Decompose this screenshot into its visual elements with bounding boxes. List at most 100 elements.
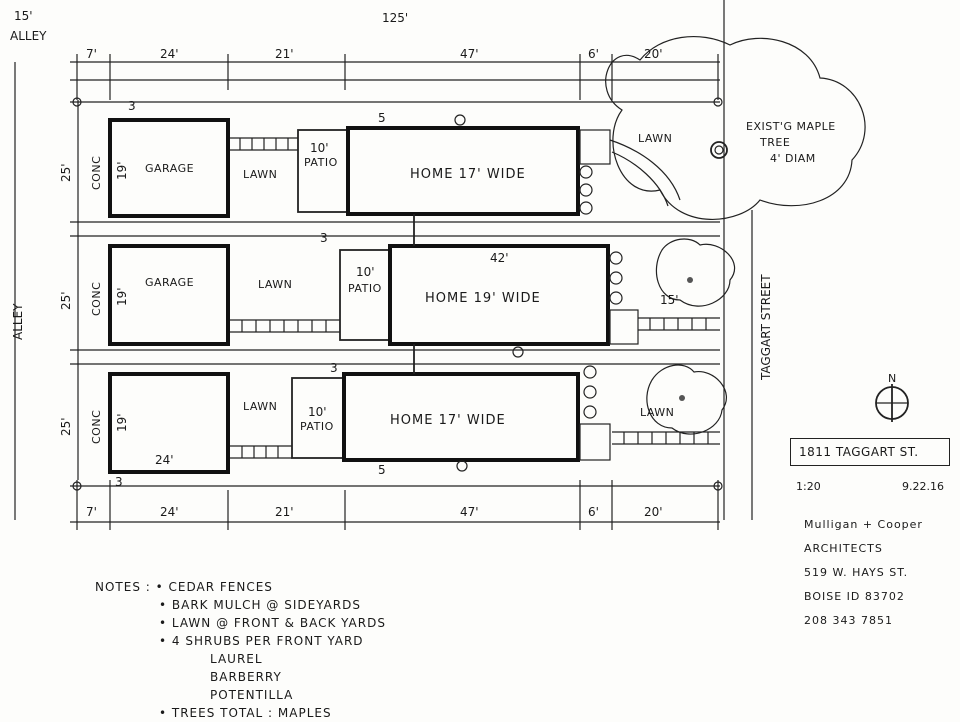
- top-right-corner-pin: [713, 97, 723, 107]
- bottom-left-corner-pin: [72, 481, 82, 491]
- tree-note-3: 4' DIAM: [770, 152, 816, 165]
- bottom-dimension-ticks: [76, 480, 719, 530]
- side-yard-bottom: 5: [378, 463, 386, 477]
- home-2: [388, 244, 610, 346]
- bottom-dim-4: 6': [588, 505, 599, 519]
- firm-name: Mulligan + Cooper ARCHITECTS: [804, 518, 923, 555]
- lawn-back-3: LAWN: [243, 400, 277, 413]
- lot-depth-1: 25': [59, 163, 73, 182]
- shrub-potentilla: POTENTILLA: [210, 688, 294, 702]
- porch-3: [579, 423, 611, 461]
- home-label-3: HOME 17' WIDE: [390, 413, 506, 428]
- front-walk-2: [638, 317, 720, 331]
- patio-label-2: PATIO: [348, 282, 382, 295]
- lawn-back-1: LAWN: [243, 168, 277, 181]
- walkway-3: [230, 445, 292, 459]
- bottom-dim-2: 21': [275, 505, 294, 519]
- new-tree-3: [646, 364, 728, 435]
- date-label: 9.22.16: [902, 480, 944, 493]
- walkway-2: [230, 319, 340, 333]
- top-left-corner-pin: [72, 97, 82, 107]
- home-1: [346, 126, 580, 216]
- top-dim-2: 21': [275, 47, 294, 61]
- alley-top-label: ALLEY: [10, 29, 47, 43]
- walkway-1: [230, 137, 298, 151]
- note-item-4: • 4 SHRUBS PER FRONT YARD: [159, 634, 364, 648]
- home-label-1: HOME 17' WIDE: [410, 167, 526, 182]
- bottom-dimensions: 7' 24' 21' 47' 6' 20': [86, 505, 663, 519]
- new-tree-3-trunk: [679, 395, 685, 401]
- maple-trunk-inner: [714, 145, 724, 155]
- total-width-label: 125': [382, 11, 408, 25]
- note-item-3: • LAWN @ FRONT & BACK YARDS: [159, 616, 386, 630]
- shrubs-front-yard: [454, 114, 623, 472]
- lawn-front-1: LAWN: [638, 132, 672, 145]
- top-dim-3: 47': [460, 47, 479, 61]
- conc-label-2: CONC: [90, 282, 103, 316]
- setback-3: 3: [330, 361, 338, 375]
- setback-4: 3: [115, 475, 123, 489]
- side-alley-label: ALLEY: [11, 303, 25, 340]
- bottom-dim-5: 20': [644, 505, 663, 519]
- home-label-2: HOME 19' WIDE: [425, 291, 541, 306]
- note-item-2: • BARK MULCH @ SIDEYARDS: [159, 598, 361, 612]
- alley-width-label: 15': [14, 9, 33, 23]
- notes-heading-row: NOTES : • CEDAR FENCES: [95, 578, 535, 596]
- bottom-dim-3: 47': [460, 505, 479, 519]
- notes-block: NOTES : • CEDAR FENCES • BARK MULCH @ SI…: [95, 578, 535, 722]
- top-dim-0: 7': [86, 47, 97, 61]
- bottom-right-corner-pin: [713, 481, 723, 491]
- note-item-1: • CEDAR FENCES: [155, 580, 273, 594]
- top-dim-4: 6': [588, 47, 599, 61]
- home-length-label: 42': [490, 251, 509, 265]
- notes-heading: NOTES :: [95, 580, 151, 594]
- top-dim-1: 24': [160, 47, 179, 61]
- tree-note-2: TREE: [759, 136, 790, 149]
- street-label: TAGGART STREET: [759, 274, 773, 381]
- conc-label-1: CONC: [90, 156, 103, 190]
- setback-2: 3: [320, 231, 328, 245]
- note-trees: • TREES TOTAL : MAPLES: [159, 706, 332, 720]
- patio-2: [339, 249, 391, 341]
- porch-2: [609, 309, 639, 345]
- garage-depth-1: 19': [115, 161, 129, 180]
- top-dimension-ticks: [76, 54, 719, 100]
- top-dimensions: 7' 24' 21' 47' 6' 20': [86, 47, 663, 61]
- north-label: N: [888, 372, 897, 385]
- bottom-dim-0: 7': [86, 505, 97, 519]
- lawn-back-2: LAWN: [258, 278, 292, 291]
- front-yard-depth: 15': [660, 293, 679, 307]
- curved-front-walk-1: [609, 139, 681, 207]
- scale-date-row: 1:20 9.22.16: [790, 480, 950, 493]
- top-dim-5: 20': [644, 47, 663, 61]
- garage-width-3: 24': [155, 453, 174, 467]
- bottom-dim-1: 24': [160, 505, 179, 519]
- lot-depth-2: 25': [59, 291, 73, 310]
- front-walk-3: [612, 431, 720, 445]
- firm-phone: 208 343 7851: [804, 614, 893, 627]
- side-yard-top: 5: [378, 111, 386, 125]
- porch-1: [579, 129, 611, 165]
- firm-info: Mulligan + Cooper ARCHITECTS 519 W. HAYS…: [790, 513, 950, 633]
- garage-1: [108, 118, 230, 218]
- address-box: 1811 TAGGART ST.: [790, 438, 950, 466]
- patio-depth-3: 10': [308, 405, 327, 419]
- patio-depth-2: 10': [356, 265, 375, 279]
- garage-label-2: GARAGE: [145, 276, 194, 289]
- firm-city: BOISE ID 83702: [804, 590, 905, 603]
- tree-note-1: EXIST'G MAPLE: [746, 120, 836, 133]
- lawn-front-3: LAWN: [640, 406, 674, 419]
- patio-depth-1: 10': [310, 141, 329, 155]
- garage-label-1: GARAGE: [145, 162, 194, 175]
- shrub-laurel: LAUREL: [210, 652, 263, 666]
- firm-street: 519 W. HAYS ST.: [804, 566, 909, 579]
- new-tree-2-trunk: [687, 277, 693, 283]
- garage-depth-3: 19': [115, 413, 129, 432]
- lot-depth-3: 25': [59, 417, 73, 436]
- patio-label-3: PATIO: [300, 420, 334, 433]
- garage-depth-2: 19': [115, 287, 129, 306]
- patio-label-1: PATIO: [304, 156, 338, 169]
- scale-label: 1:20: [796, 480, 821, 493]
- existing-maple-canopy: [605, 35, 866, 220]
